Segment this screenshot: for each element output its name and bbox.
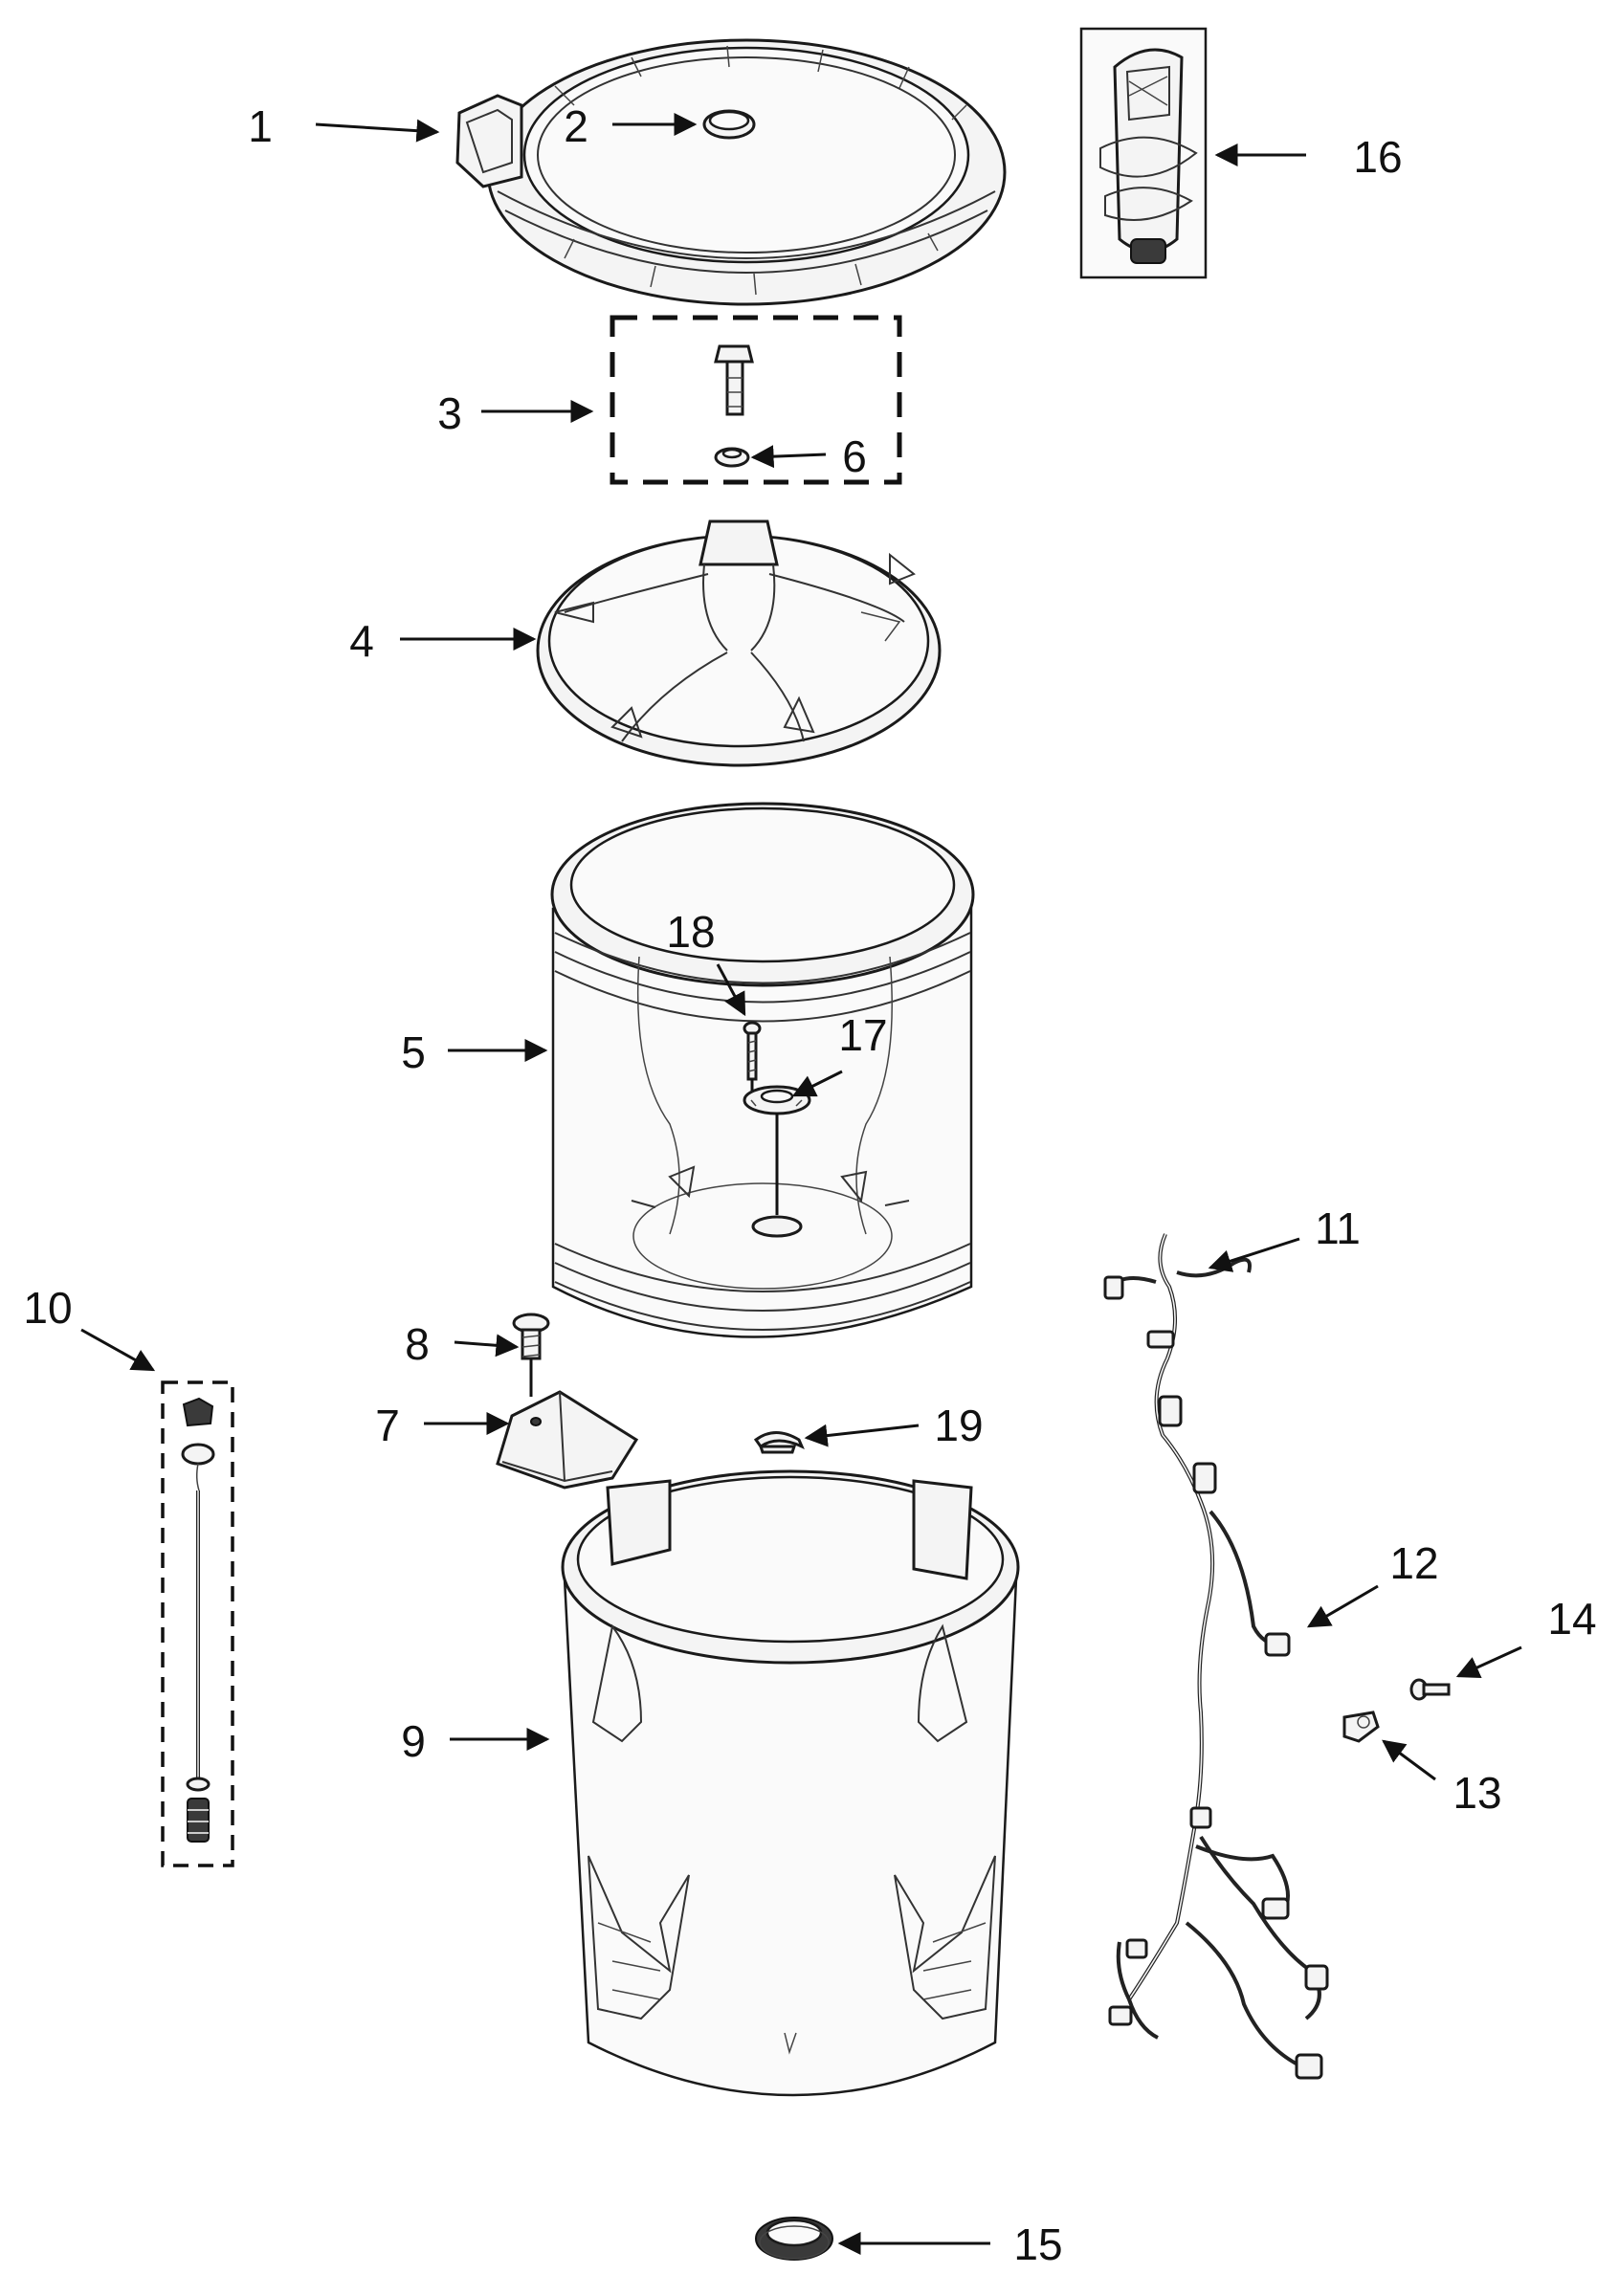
part-16-agitator	[1079, 27, 1208, 279]
callout-8: 8	[405, 1319, 430, 1369]
callout-18: 18	[666, 907, 715, 957]
callout-17: 17	[838, 1010, 887, 1060]
part-7-clip	[496, 1390, 639, 1490]
callout-14: 14	[1547, 1594, 1596, 1644]
part-17-hub-lower	[751, 1215, 803, 1238]
part-8-bolt	[512, 1313, 550, 1360]
callout-13: 13	[1453, 1768, 1501, 1818]
part-19-u-clip	[753, 1431, 805, 1454]
part-17-hub	[743, 1085, 811, 1115]
part-5-basket	[550, 802, 975, 1338]
callout-19: 19	[934, 1401, 983, 1450]
callout-arrows	[80, 113, 1522, 2255]
part-3-hardware-group	[610, 315, 902, 485]
callout-2: 2	[564, 101, 588, 151]
callout-6: 6	[842, 431, 867, 481]
part-14-screw	[1409, 1678, 1451, 1701]
part-6-washer	[714, 447, 750, 468]
part-1-tub-ring	[455, 38, 1007, 306]
part-10-suspension-rod	[181, 1397, 215, 1843]
callout-11: 11	[1315, 1203, 1361, 1253]
callout-3: 3	[437, 388, 462, 438]
part-10-group	[161, 1380, 234, 1867]
callout-7: 7	[375, 1401, 400, 1450]
part-9-outer-tub	[561, 1469, 1020, 2097]
part-4-impeller	[536, 519, 942, 767]
part-13-clip	[1342, 1711, 1380, 1743]
callout-12: 12	[1389, 1538, 1438, 1588]
callout-16: 16	[1353, 132, 1402, 182]
callout-15: 15	[1013, 2219, 1062, 2269]
part-3-bolt	[714, 344, 754, 416]
part-2-cap	[702, 109, 756, 140]
part-11-wire-harness	[1103, 1233, 1329, 2080]
callout-10: 10	[23, 1283, 72, 1333]
callout-4: 4	[349, 616, 374, 666]
part-15-seal	[755, 2217, 833, 2261]
callout-1: 1	[248, 101, 273, 151]
callout-9: 9	[401, 1716, 426, 1766]
callout-5: 5	[401, 1027, 426, 1077]
